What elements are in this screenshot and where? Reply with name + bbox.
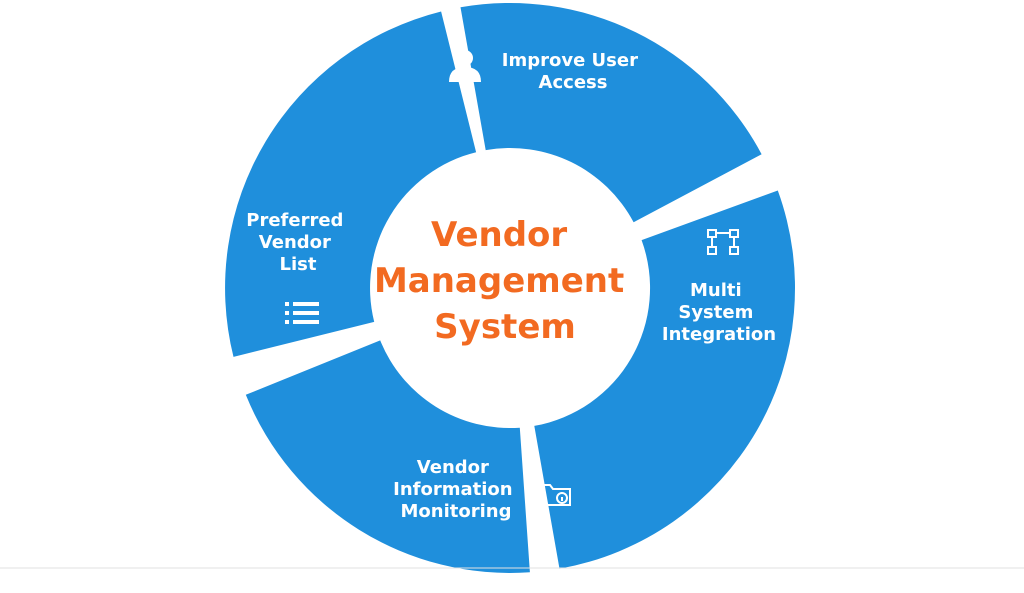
- center-title-line-3: System: [434, 307, 576, 347]
- label-vendor-information-monitoring: Vendor Information Monitoring: [393, 457, 519, 522]
- segment-preferred-vendor-list: [225, 11, 477, 357]
- center-title: Vendor Management System: [374, 215, 636, 347]
- segment-vendor-information-monitoring: [245, 340, 530, 573]
- center-hub: [382, 160, 638, 416]
- segment-multi-system-integration: [534, 190, 796, 569]
- segment-improve-user-access: [460, 2, 762, 223]
- folder-info-icon: [539, 484, 571, 506]
- center-title-line-2: Management: [374, 261, 624, 301]
- list-icon: [285, 302, 319, 324]
- user-icon: [449, 50, 481, 82]
- label-improve-user-access: Improve User Access: [502, 50, 645, 93]
- integration-icon: [707, 229, 739, 255]
- center-title-line-1: Vendor: [431, 215, 567, 255]
- label-multi-system-integration: Multi System Integration: [662, 280, 776, 345]
- label-preferred-vendor-list: Preferred Vendor List: [246, 210, 349, 275]
